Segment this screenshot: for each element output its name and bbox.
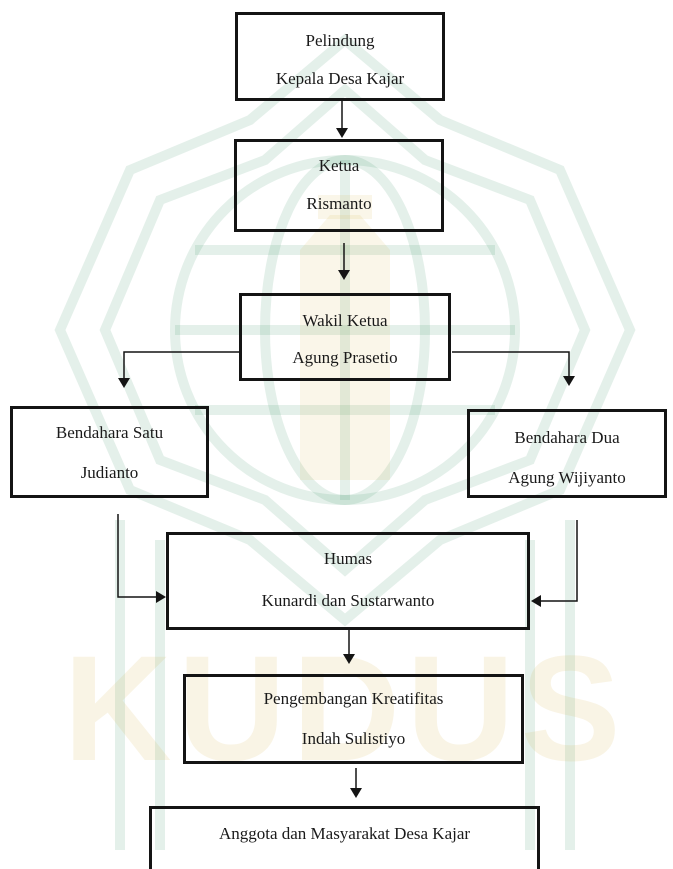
node-wakil-ketua-name: Agung Prasetio bbox=[292, 348, 398, 367]
node-pelindung-name: Kepala Desa Kajar bbox=[275, 69, 405, 88]
node-pengembangan: Pengembangan Kreatifitas Indah Sulistiyo bbox=[183, 674, 524, 764]
arrow-bendahara-dua-humas bbox=[540, 520, 578, 602]
node-humas-name: Kunardi dan Sustarwanto bbox=[261, 591, 435, 610]
node-ketua: Ketua Rismanto bbox=[234, 139, 444, 232]
watermark-text: KUDUS bbox=[63, 624, 626, 792]
node-bendahara-dua-name: Agung Wijiyanto bbox=[508, 468, 626, 487]
arrow-wakil-bendahara-dua bbox=[452, 351, 570, 378]
node-ketua-name: Rismanto bbox=[306, 194, 372, 213]
node-wakil-ketua: Wakil Ketua Agung Prasetio bbox=[239, 293, 451, 381]
node-bendahara-dua: Bendahara Dua Agung Wijiyanto bbox=[467, 409, 667, 498]
node-pengembangan-title: Pengembangan Kreatifitas bbox=[263, 689, 444, 708]
node-pelindung-title: Pelindung bbox=[305, 31, 375, 50]
node-bendahara-dua-title: Bendahara Dua bbox=[514, 428, 620, 447]
node-bendahara-satu-name: Judianto bbox=[80, 463, 139, 482]
node-pengembangan-name: Indah Sulistiyo bbox=[301, 729, 406, 748]
node-ketua-title: Ketua bbox=[318, 156, 360, 175]
node-humas-title: Humas bbox=[323, 549, 373, 568]
arrow-wakil-bendahara-satu bbox=[123, 351, 240, 380]
node-bendahara-satu: Bendahara Satu Judianto bbox=[10, 406, 209, 498]
node-wakil-ketua-title: Wakil Ketua bbox=[302, 311, 388, 330]
node-anggota-title: Anggota dan Masyarakat Desa Kajar bbox=[218, 824, 471, 843]
arrow-bendahara-satu-humas bbox=[117, 514, 158, 598]
node-humas: Humas Kunardi dan Sustarwanto bbox=[166, 532, 530, 630]
node-anggota: Anggota dan Masyarakat Desa Kajar bbox=[149, 806, 540, 869]
node-pelindung: Pelindung Kepala Desa Kajar bbox=[235, 12, 445, 101]
node-bendahara-satu-title: Bendahara Satu bbox=[55, 423, 164, 442]
